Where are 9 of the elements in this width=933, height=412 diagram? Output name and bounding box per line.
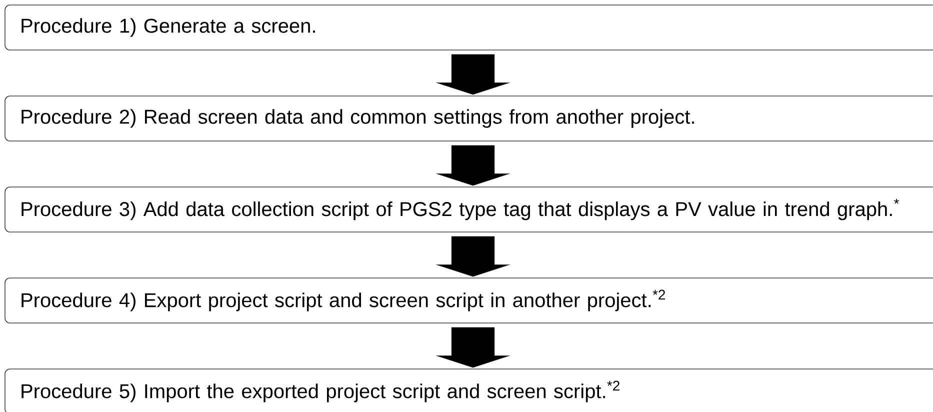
- process-box: Procedure 1) Generate a screen.: [4, 4, 933, 50]
- process-box: Procedure 3) Add data collection script of PGS2 type tag that displays a PV value in trend graph.$^{*}$: [4, 186, 933, 232]
- block-arrow: [436, 54, 510, 95]
- process-box: Procedure 5) Import the exported project script and screen script.$^{*2}$: [4, 368, 933, 412]
- block-arrow: [436, 327, 510, 368]
- block-arrow: [436, 145, 510, 186]
- process-box: Procedure 4) Export project script and screen script in another project.$^{*2}$: [4, 278, 933, 324]
- process-box: Procedure 2) Read screen data and common settings from another project.: [4, 96, 933, 142]
- block-arrow: [436, 236, 510, 277]
